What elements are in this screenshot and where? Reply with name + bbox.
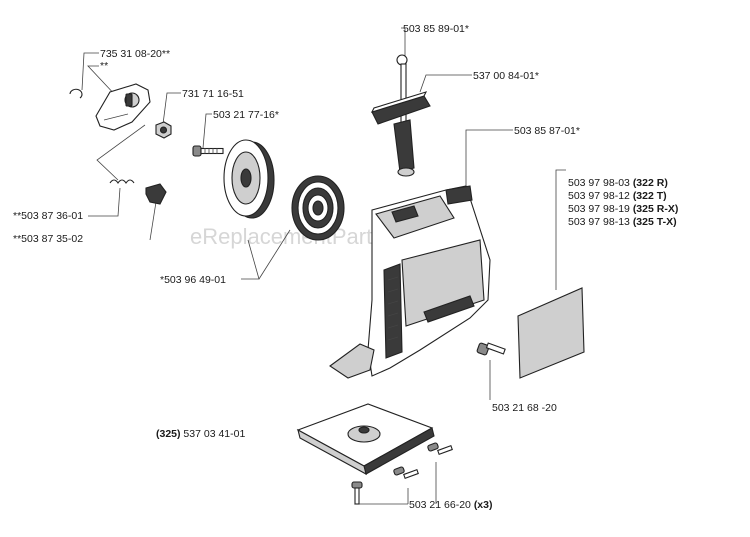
pawl bbox=[145, 183, 167, 205]
label-double-asterisk: ** bbox=[100, 60, 108, 72]
starter-pulley bbox=[223, 139, 275, 219]
label-503-21-68-20: 503 21 68 -20 bbox=[492, 402, 557, 414]
label-735-31-08-20: 735 31 08-20** bbox=[100, 48, 170, 60]
nut bbox=[155, 121, 172, 139]
pawl-spring bbox=[109, 179, 135, 184]
decal-label-4: 503 97 98-13 (325 T-X) bbox=[568, 216, 677, 228]
decal-label-2: 503 97 98-12 (322 T) bbox=[568, 190, 667, 202]
label-503-85-87-01: 503 85 87-01* bbox=[514, 125, 580, 137]
label-503-96-49-01: *503 96 49-01 bbox=[160, 274, 226, 286]
label-503-87-35-02: **503 87 35-02 bbox=[13, 233, 83, 245]
label-537-03-41-01: (325) 537 03 41-01 bbox=[156, 428, 245, 440]
starter-bolt bbox=[192, 145, 224, 157]
starter-handle bbox=[370, 91, 431, 177]
decal-label-3: 503 97 98-19 (325 R-X) bbox=[568, 203, 678, 215]
label-537-03-41-01-model: (325) bbox=[156, 428, 181, 440]
label-503-21-66-20-part: 503 21 66-20 bbox=[409, 499, 474, 511]
label-537-03-41-01-part: 537 03 41-01 bbox=[181, 428, 246, 440]
housing-bolt bbox=[476, 342, 506, 356]
bottom-plate bbox=[296, 403, 435, 476]
starter-pawl-plate bbox=[95, 83, 151, 131]
label-537-00-84-01: 537 00 84-01* bbox=[473, 70, 539, 82]
retaining-clip bbox=[69, 88, 83, 99]
part-labels: 735 31 08-20** ** 731 71 16-51 503 21 77… bbox=[13, 23, 678, 511]
label-503-21-66-20-qty: (x3) bbox=[474, 499, 493, 511]
decal-label-1: 503 97 98-03 (322 R) bbox=[568, 177, 668, 189]
label-731-71-16-51: 731 71 16-51 bbox=[182, 88, 244, 100]
label-503-87-36-01: **503 87 36-01 bbox=[13, 210, 83, 222]
label-503-85-89-01: 503 85 89-01* bbox=[403, 23, 469, 35]
decal bbox=[517, 287, 585, 379]
plate-screws bbox=[351, 442, 453, 505]
label-503-21-77-16: 503 21 77-16* bbox=[213, 109, 279, 121]
label-503-21-66-20: 503 21 66-20 (x3) bbox=[409, 499, 493, 511]
recoil-spring bbox=[291, 175, 345, 241]
starter-housing bbox=[329, 185, 491, 379]
